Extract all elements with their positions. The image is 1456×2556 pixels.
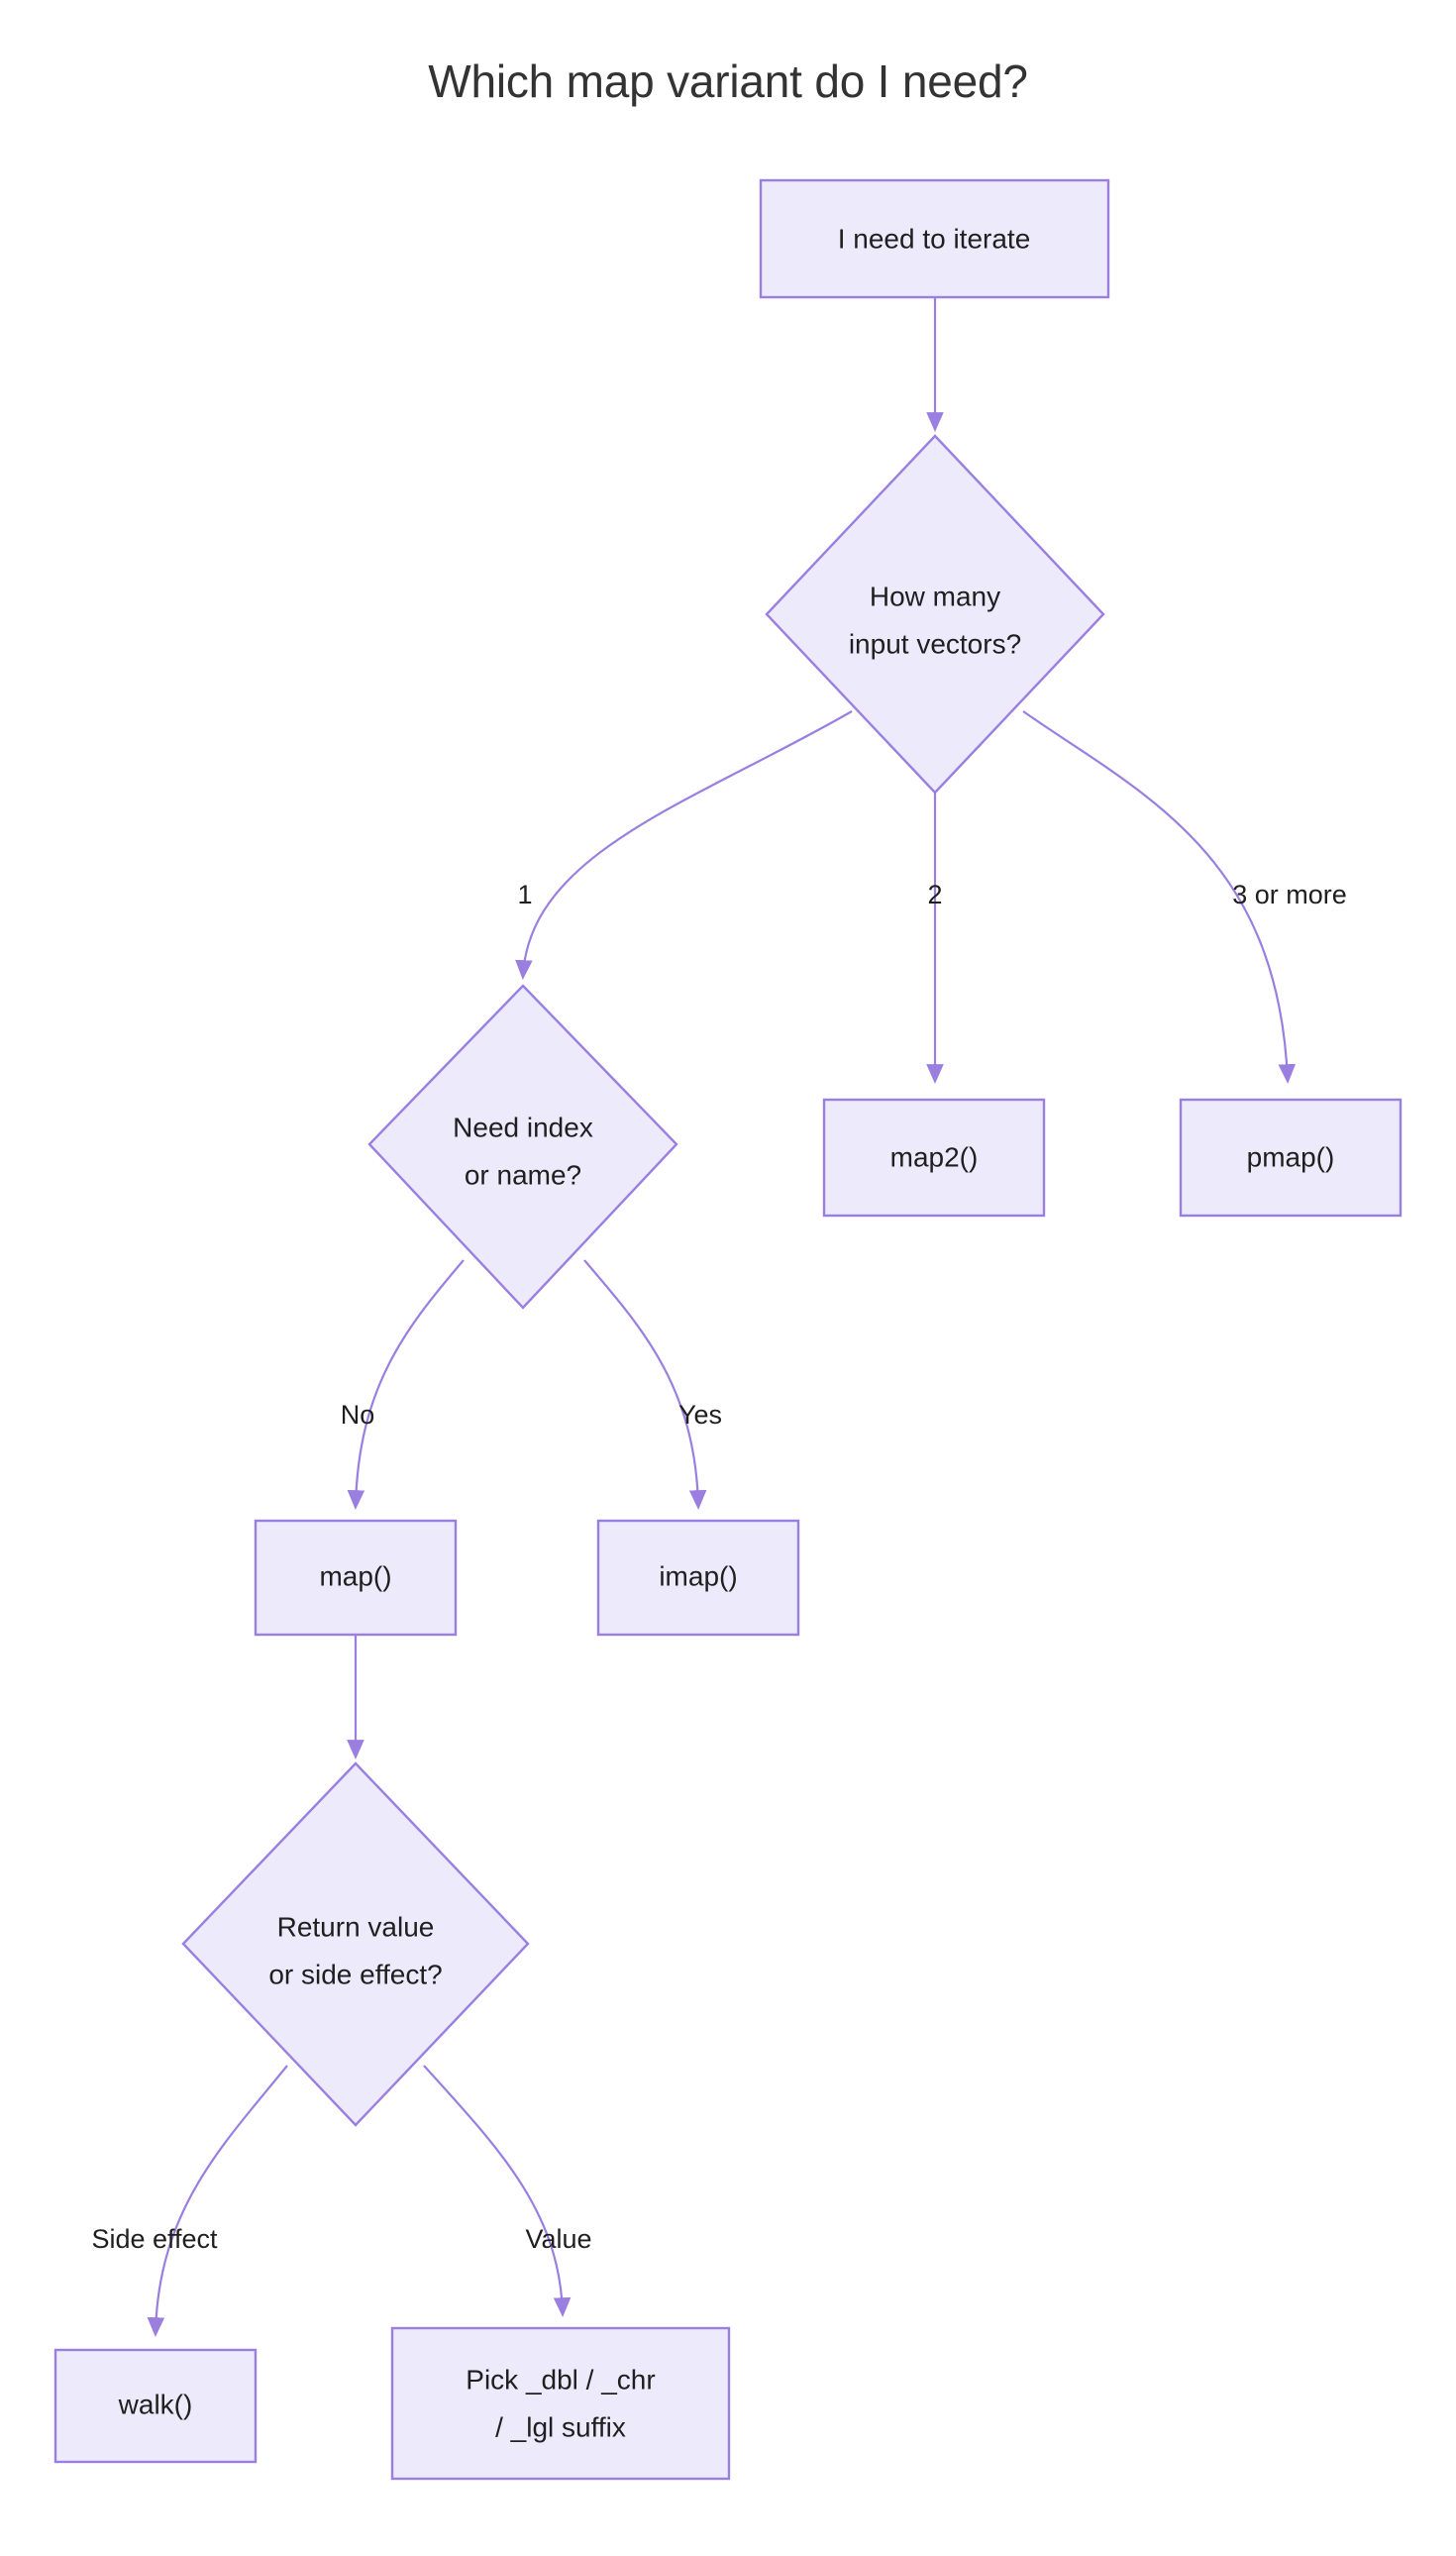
node-walk[interactable]: walk() xyxy=(53,2348,258,2464)
node-map2[interactable]: map2() xyxy=(822,1098,1046,1218)
node-how-many-shape xyxy=(765,434,1105,795)
node-need-index-or-name[interactable]: Need index or name? xyxy=(367,984,678,1310)
edge-returnval-to-walk xyxy=(147,2065,288,2337)
node-need-index-label-line1: Need index xyxy=(453,1112,593,1142)
edge-needindex-to-imap xyxy=(583,1259,707,1510)
edge-label-two: 2 xyxy=(927,880,942,909)
node-return-value-or-side-effect[interactable]: Return value or side effect? xyxy=(181,1761,530,2127)
node-walk-shape xyxy=(53,2348,258,2464)
node-start-label: I need to iterate xyxy=(838,223,1031,254)
edge-howmany-to-pmap xyxy=(1022,710,1297,1084)
edge-howmany-to-needindex xyxy=(515,710,853,980)
node-start[interactable]: I need to iterate xyxy=(759,178,1110,299)
edge-label-no: No xyxy=(341,1400,375,1430)
node-return-value-shape xyxy=(181,1761,530,2127)
edge-label-three-or-more: 3 or more xyxy=(1232,880,1347,909)
page-title: Which map variant do I need? xyxy=(428,55,1028,107)
node-suffix-label-line1: Pick _dbl / _chr xyxy=(466,2364,655,2395)
node-imap-label: imap() xyxy=(659,1560,737,1591)
node-return-value-label-line1: Return value xyxy=(277,1911,435,1942)
node-imap[interactable]: imap() xyxy=(596,1519,800,1637)
edge-label-yes: Yes xyxy=(678,1400,722,1430)
edge-needindex-to-map xyxy=(347,1259,465,1510)
node-imap-shape xyxy=(596,1519,800,1637)
node-map[interactable]: map() xyxy=(254,1519,458,1637)
node-map-label: map() xyxy=(319,1560,391,1591)
node-how-many-label-line2: input vectors? xyxy=(849,628,1021,659)
node-suffix-shape xyxy=(390,2326,731,2481)
edge-label-side-effect: Side effect xyxy=(91,2224,218,2254)
node-need-index-label-line2: or name? xyxy=(465,1159,581,1190)
edge-label-value: Value xyxy=(525,2224,591,2254)
edge-label-one: 1 xyxy=(517,880,532,909)
edge-returnval-to-suffix xyxy=(423,2065,572,2317)
node-pmap[interactable]: pmap() xyxy=(1179,1098,1403,1218)
node-pmap-shape xyxy=(1179,1098,1403,1218)
node-map2-label: map2() xyxy=(890,1141,979,1172)
node-walk-label: walk() xyxy=(118,2389,193,2419)
node-suffix-label-line2: / _lgl suffix xyxy=(495,2411,626,2442)
node-need-index-shape xyxy=(367,984,678,1310)
node-map2-shape xyxy=(822,1098,1046,1218)
node-how-many-input-vectors[interactable]: How many input vectors? xyxy=(765,434,1105,795)
node-how-many-label-line1: How many xyxy=(870,581,1000,611)
node-start-shape xyxy=(759,178,1110,299)
node-suffix[interactable]: Pick _dbl / _chr / _lgl suffix xyxy=(390,2326,731,2481)
node-map-shape xyxy=(254,1519,458,1637)
node-return-value-label-line2: or side effect? xyxy=(268,1959,442,1989)
node-pmap-label: pmap() xyxy=(1247,1141,1335,1172)
